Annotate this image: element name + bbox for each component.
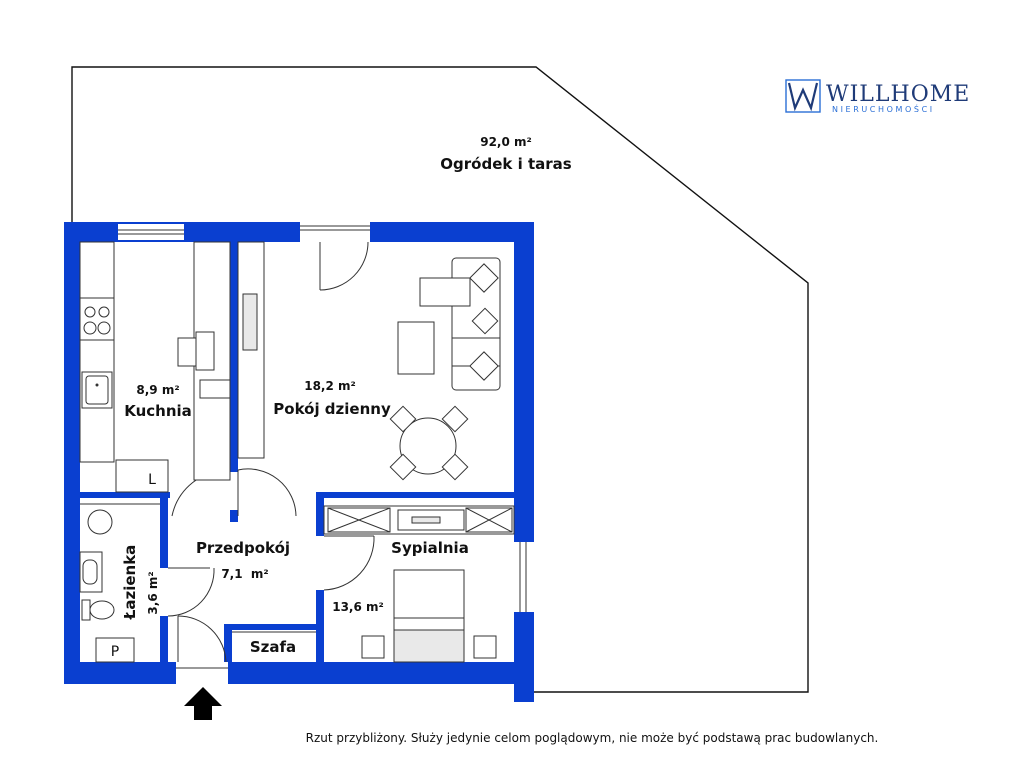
windows [118,222,534,684]
chair [195,331,215,371]
bedroom-name: Sypialnia [391,539,469,557]
willhome-logo-mark [785,79,821,113]
hall-area: 7,1 m² [221,567,268,581]
nightstand [361,635,385,659]
dining-set [389,405,469,481]
bedroom-furniture [323,505,515,663]
bathroom-door-opening [160,568,168,616]
doors [167,241,375,663]
sofa [419,257,501,391]
kitchen-label-l: L [148,472,156,488]
kitchen-sink [81,371,113,409]
kitchen-door-opening [170,492,230,498]
pillow-icon [393,629,465,663]
garden-name: Ogródek i taras [440,155,571,173]
chair [389,405,417,433]
chair [199,379,231,399]
entrance-opening [176,662,228,684]
stove [79,297,115,341]
bed [361,569,497,663]
cabinet-p [95,637,135,663]
living-area: 18,2 m² [304,379,356,393]
stove-burner-icon [98,306,110,318]
tv-icon [242,293,258,351]
washbasin [79,551,103,593]
living-name: Pokój dzienny [273,400,391,418]
garden-outline [71,66,809,693]
wardrobe-name: Szafa [250,638,296,656]
nightstand [473,635,497,659]
chair [389,453,417,481]
cabinet-l [115,459,169,493]
bedroom-window [514,542,534,612]
bathroom-label-p: P [111,644,119,660]
chair [441,453,469,481]
willhome-logo: WILLHOME NIERUCHOMOŚCI [785,79,970,114]
kitchen-furniture: L [79,241,231,493]
cushion-icon [471,307,499,335]
stove-burner-icon [84,306,96,318]
kitchen-counter [79,241,115,463]
chair [441,405,469,433]
garden-area: 92,0 m² [480,135,532,149]
living-door-opening-lower [238,516,298,522]
coffee-table [397,321,435,375]
stove-burner-icon [97,321,111,335]
kitchen-name: Kuchnia [124,402,192,420]
brand-tagline: NIERUCHOMOŚCI [832,103,935,114]
bedroom-area: 13,6 m² [332,600,384,614]
kitchen-window [118,224,184,240]
living-furniture [237,241,501,481]
cushion-icon [469,351,499,381]
disclaimer: Rzut przybliżony. Służy jedynie celom po… [306,731,879,745]
stove-burner-icon [83,321,97,335]
shower-icon [87,509,113,535]
toilet-icon [81,599,115,621]
cushion-icon [469,263,499,293]
round-table [399,417,457,475]
bathroom-name: Łazienka [121,545,139,621]
wardrobe-cross-icon [327,507,391,533]
hall-name: Przedpokój [196,539,290,557]
wardrobe-cross-icon [465,507,513,533]
entrance-arrow-icon [184,687,222,720]
chair [177,337,197,367]
brand-name: WILLHOME [826,82,970,107]
kitchen-area: 8,9 m² [136,383,179,397]
bathroom-area: 3,6 m² [146,571,160,614]
living-door-opening [300,222,370,242]
bathroom-fixtures: P [79,503,160,663]
